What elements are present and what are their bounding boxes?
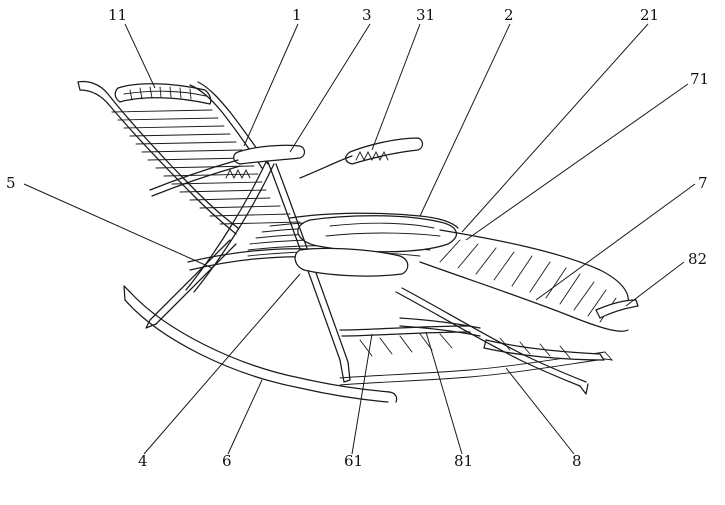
label-71: 71 bbox=[690, 70, 709, 88]
label-82: 82 bbox=[688, 250, 707, 268]
label-61: 61 bbox=[344, 452, 363, 470]
armrests bbox=[149, 137, 424, 197]
label-7: 7 bbox=[698, 174, 708, 192]
seat-cushion bbox=[297, 215, 457, 253]
backrest-slats bbox=[111, 109, 301, 225]
rocker-rail-group bbox=[123, 285, 614, 403]
side-bars bbox=[187, 247, 409, 277]
leg-rest bbox=[419, 229, 629, 332]
reference-labels: 11 1 3 31 2 21 71 7 82 5 4 6 61 81 8 bbox=[6, 6, 709, 470]
label-8: 8 bbox=[572, 452, 582, 470]
label-1: 1 bbox=[292, 6, 302, 24]
label-81: 81 bbox=[454, 452, 473, 470]
label-21: 21 bbox=[640, 6, 659, 24]
leader-lines bbox=[23, 23, 696, 455]
label-4: 4 bbox=[138, 452, 148, 470]
label-5: 5 bbox=[6, 174, 16, 192]
label-6: 6 bbox=[222, 452, 232, 470]
label-2: 2 bbox=[504, 6, 514, 24]
lower-links bbox=[339, 287, 589, 395]
label-31: 31 bbox=[416, 6, 435, 24]
label-11: 11 bbox=[108, 6, 127, 24]
label-3: 3 bbox=[362, 6, 372, 24]
